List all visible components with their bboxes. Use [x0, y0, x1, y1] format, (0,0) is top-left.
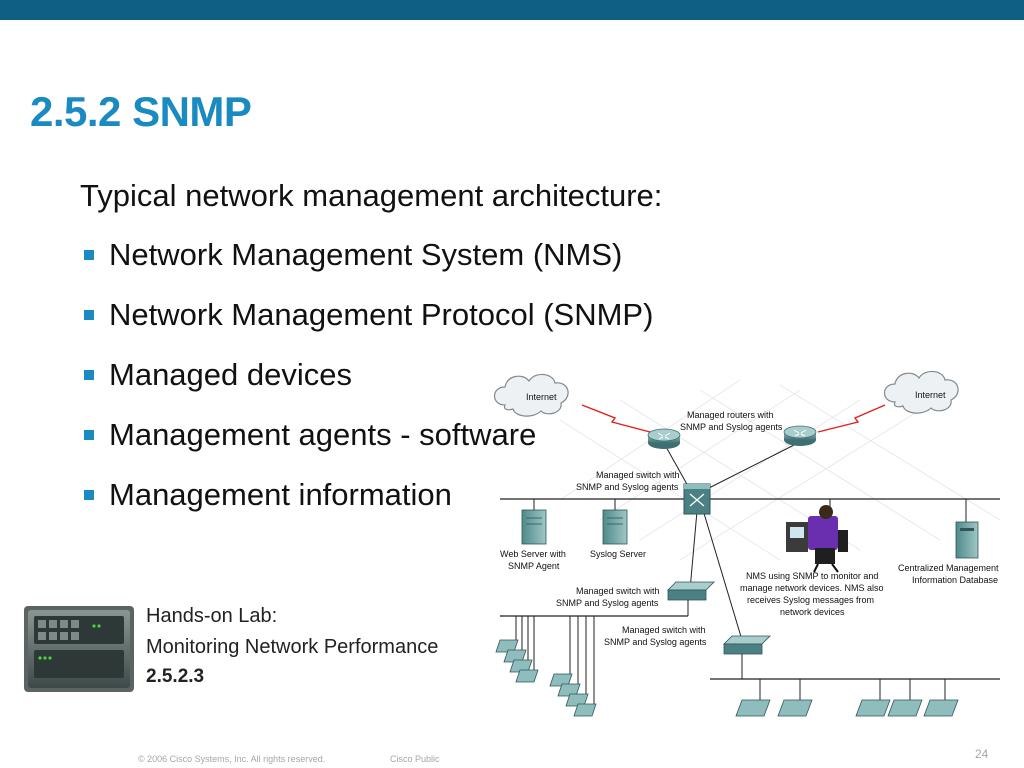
wan-link-right: [817, 404, 886, 433]
footer-copyright: © 2006 Cisco Systems, Inc. All rights re…: [138, 754, 326, 764]
bullet-square-icon: [84, 250, 94, 260]
pc-group-right-icon: [735, 699, 959, 717]
nms-workstation-icon: [786, 505, 848, 573]
lab-number: 2.5.2.3: [146, 666, 205, 687]
management-database-icon: [955, 521, 979, 559]
lab-name: Monitoring Network Performance: [146, 636, 439, 658]
router-right-icon: [783, 425, 817, 446]
web-server-icon: [521, 509, 547, 545]
routers-label-line1: Managed routers with: [687, 410, 774, 420]
page-number: 24: [975, 747, 989, 761]
switch-top-label-line2: SNMP and Syslog agents: [576, 482, 679, 492]
switch-middle-icon: [667, 581, 715, 601]
bullet-square-icon: [84, 310, 94, 320]
nms-label-line1: NMS using SNMP to monitor and: [746, 571, 878, 581]
intro-text: Typical network management architecture:: [80, 178, 663, 213]
switch-lower-icon: [723, 635, 771, 655]
switch-mid-label-line1: Managed switch with: [576, 586, 660, 596]
wan-link-left: [581, 404, 651, 433]
nms-label-line4: network devices: [780, 607, 845, 617]
switch-low-label-line2: SNMP and Syslog agents: [604, 637, 707, 647]
footer-classification: Cisco Public: [390, 754, 440, 764]
internet-cloud-left-icon: [493, 373, 569, 417]
syslog-server-label: Syslog Server: [590, 549, 646, 559]
bullet-item: Network Management System (NMS): [82, 237, 653, 297]
floor-grid: [559, 379, 1001, 561]
nms-label-line2: manage network devices. NMS also: [740, 583, 884, 593]
internet-cloud-right-icon: [883, 370, 959, 414]
router-left-icon: [647, 428, 681, 449]
internet-right-label: Internet: [915, 390, 946, 400]
pc-group-left-icon: [495, 639, 597, 717]
slide-title: 2.5.2 SNMP: [30, 88, 252, 135]
bullet-text: Network Management Protocol (SNMP): [109, 297, 654, 332]
bullet-item: Network Management Protocol (SNMP): [82, 297, 653, 357]
web-server-label-line1: Web Server with: [500, 549, 566, 559]
switch-mid-label-line2: SNMP and Syslog agents: [556, 598, 659, 608]
switch-low-label-line1: Managed switch with: [622, 625, 706, 635]
routers-label-line2: SNMP and Syslog agents: [680, 422, 783, 432]
bullet-text: Management agents - software: [109, 417, 537, 452]
bullet-item: Managed devices: [82, 357, 653, 417]
bullet-text: Managed devices: [109, 357, 352, 392]
bullet-list: Network Management System (NMS) Network …: [82, 237, 653, 537]
bullet-text: Management information: [109, 477, 452, 512]
database-label-line1: Centralized Management: [898, 563, 999, 573]
lab-title: Hands-on Lab:: [146, 605, 278, 627]
bullet-square-icon: [84, 430, 94, 440]
lab-equipment-icon: [24, 606, 134, 692]
header-bar: [0, 0, 1024, 20]
bullet-text: Network Management System (NMS): [109, 237, 623, 272]
multilayer-switch-icon: [683, 483, 711, 515]
bullet-square-icon: [84, 370, 94, 380]
switch-top-label-line1: Managed switch with: [596, 470, 680, 480]
bullet-square-icon: [84, 490, 94, 500]
network-diagram: Internet Internet Managed routers with S…: [493, 370, 1001, 717]
nms-label-line3: receives Syslog messages from: [747, 595, 874, 605]
bullet-item: Management agents - software: [82, 417, 653, 477]
web-server-label-line2: SNMP Agent: [508, 561, 560, 571]
syslog-server-icon: [602, 509, 628, 545]
bullet-item: Management information: [82, 477, 653, 537]
internet-left-label: Internet: [526, 392, 557, 402]
database-label-line2: Information Database: [912, 575, 998, 585]
